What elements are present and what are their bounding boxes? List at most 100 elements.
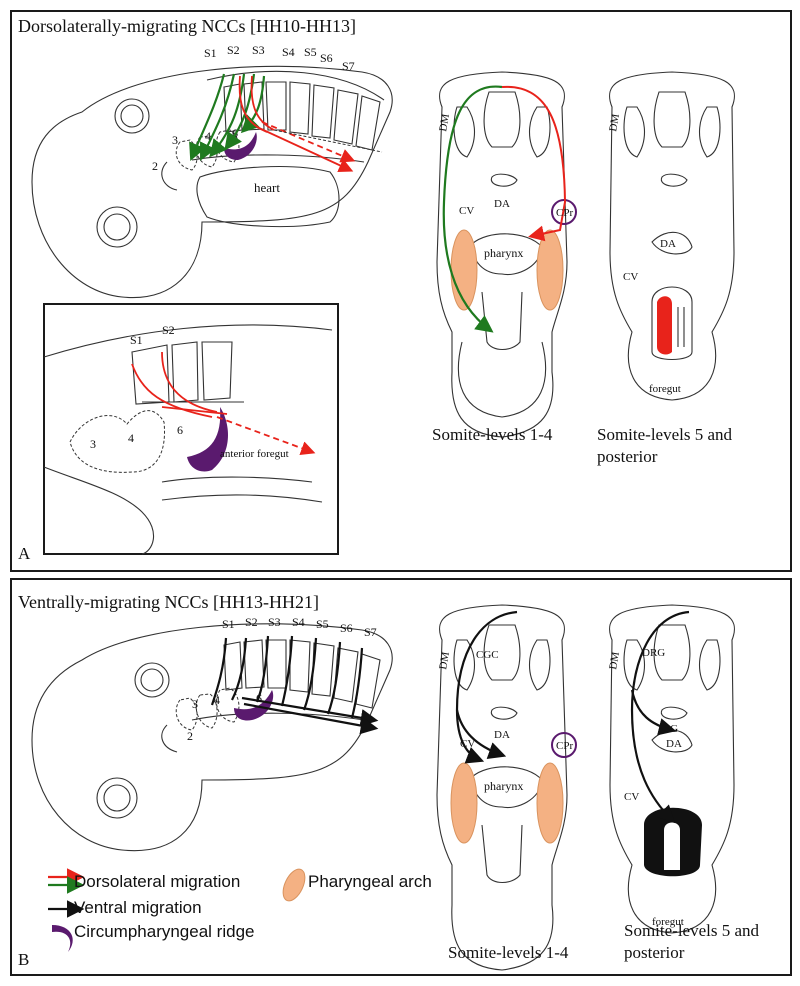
inset-arches [69, 410, 166, 473]
section-a1 [436, 71, 577, 438]
inset-foregut-2 [161, 494, 323, 503]
a2-label-da: DA [660, 238, 676, 250]
otic-inner-b [103, 784, 131, 812]
section-b2 [609, 604, 735, 934]
orange-arch-icon [282, 868, 306, 902]
black-path-b1-a [455, 610, 518, 764]
b-label-arch-2: 2 [187, 729, 193, 743]
b-label-s7: S7 [364, 625, 377, 639]
label-s2: S2 [227, 43, 240, 57]
b-label-arch-3: 3 [192, 697, 198, 711]
eye-inner [120, 104, 144, 128]
label-arch-3: 3 [172, 133, 178, 147]
label-s5: S5 [304, 45, 317, 59]
b-label-s6: S6 [340, 621, 353, 635]
b1-label-dm: DM [437, 651, 452, 671]
section-b1-caption: Somite-levels 1-4 [448, 943, 569, 962]
panel-a: Dorsolaterally-migrating NCCs [HH10-HH13… [10, 10, 792, 572]
ridge-b [234, 690, 274, 721]
inset-dorsal [43, 324, 333, 358]
section-a2 [609, 71, 735, 401]
label-arch-4: 4 [205, 129, 211, 143]
embryo-outline-b [31, 623, 393, 852]
red-path-a1 [501, 85, 567, 242]
otic-outer-b [96, 777, 138, 819]
pharynx-floor [191, 154, 365, 163]
black-migration-b [210, 635, 379, 735]
label-s1: S1 [204, 46, 217, 60]
inset-label-s2: S2 [162, 323, 175, 337]
label-s7: S7 [342, 59, 355, 73]
inset-frame [43, 303, 339, 555]
b2-label-dm: DM [607, 651, 622, 671]
section-b1 [436, 604, 577, 971]
panel-a-drawing: S1 S2 S3 S4 S5 S6 S7 2 3 4 6 heart [31, 43, 735, 555]
b2-label-sg: SG [664, 723, 678, 735]
panel-b: Ventrally-migrating NCCs [HH13-HH21] B S… [10, 578, 792, 976]
inset-label-4: 4 [128, 431, 134, 445]
b-label-s2: S2 [245, 615, 258, 629]
eye-outer [114, 98, 150, 134]
inset-ridge [187, 407, 229, 472]
a1-label-da: DA [494, 198, 510, 210]
label-s3: S3 [252, 43, 265, 57]
legend-ridge: Circumpharyngeal ridge [74, 922, 255, 941]
eye-outer-b [134, 662, 170, 698]
dotted-somite-base [273, 129, 383, 153]
eye-inner-b [140, 668, 164, 692]
inset-foregut [161, 476, 313, 483]
b-label-arch-4: 4 [214, 693, 220, 707]
black-path-b2-a [630, 610, 690, 824]
b2-label-da: DA [666, 738, 682, 750]
b1-label-cpr: CPr [556, 740, 573, 752]
arch-fill-a1-right [536, 229, 564, 311]
a2-label-foregut: foregut [649, 383, 681, 395]
panel-a-letter: A [18, 544, 31, 563]
legend-arch: Pharyngeal arch [308, 872, 432, 891]
inset-arch-2 [43, 466, 154, 555]
ridge-a [224, 132, 257, 160]
inset-somites [131, 341, 233, 405]
inset-label-3: 3 [90, 437, 96, 451]
arch-2 [161, 161, 178, 191]
a2-label-dm: DM [607, 113, 622, 133]
somites-a [206, 70, 385, 151]
b-label-s5: S5 [316, 617, 329, 631]
panel-a-title: Dorsolaterally-migrating NCCs [HH10-HH13… [18, 16, 356, 36]
panel-b-letter: B [18, 950, 30, 969]
arch-3 [175, 139, 198, 171]
red-foregut-a2 [657, 296, 672, 355]
section-a2-caption: Somite-levels 5 and posterior [597, 425, 733, 466]
inset-label-s1: S1 [130, 333, 143, 347]
arch-fill-b1-left [450, 762, 478, 844]
panel-b-title: Ventrally-migrating NCCs [HH13-HH21] [18, 592, 319, 612]
inset-red-migration [131, 351, 316, 456]
otic-outer [96, 206, 138, 248]
black-path-b1-b [455, 709, 507, 759]
panel-b-drawing: S1 S2 S3 S4 S5 S6 S7 2 3 4 6 [31, 604, 735, 971]
inset-label-6: 6 [177, 423, 183, 437]
legend-ventral: Ventral migration [74, 898, 202, 917]
inset-label-foregut: anterior foregut [220, 448, 289, 460]
b1-label-pharynx: pharynx [484, 779, 523, 793]
legend-dorsolateral: Dorsolateral migration [74, 872, 241, 891]
otic-inner [103, 213, 131, 241]
black-path-b2-b [630, 689, 677, 736]
b-label-s1: S1 [222, 617, 235, 631]
a2-label-cv: CV [623, 271, 638, 283]
section-b2-caption: Somite-levels 5 and posterior [624, 921, 760, 962]
a1-label-pharynx: pharynx [484, 246, 523, 260]
red-migration-a [238, 75, 356, 173]
b1-label-cv: CV [460, 738, 475, 750]
b2-label-cv: CV [624, 791, 639, 803]
b2-label-drg: DRG [642, 647, 665, 659]
a1-label-cpr: CPr [556, 207, 573, 219]
green-path-a1 [442, 85, 503, 333]
b2-label-foregut: foregut [652, 916, 684, 928]
section-a1-caption: Somite-levels 1-4 [432, 425, 553, 444]
purple-ridge-icon [52, 925, 73, 952]
arch-fill-b1-right [536, 762, 564, 844]
heart-outline [196, 166, 340, 228]
label-heart: heart [254, 180, 280, 195]
b-label-s4: S4 [292, 615, 305, 629]
